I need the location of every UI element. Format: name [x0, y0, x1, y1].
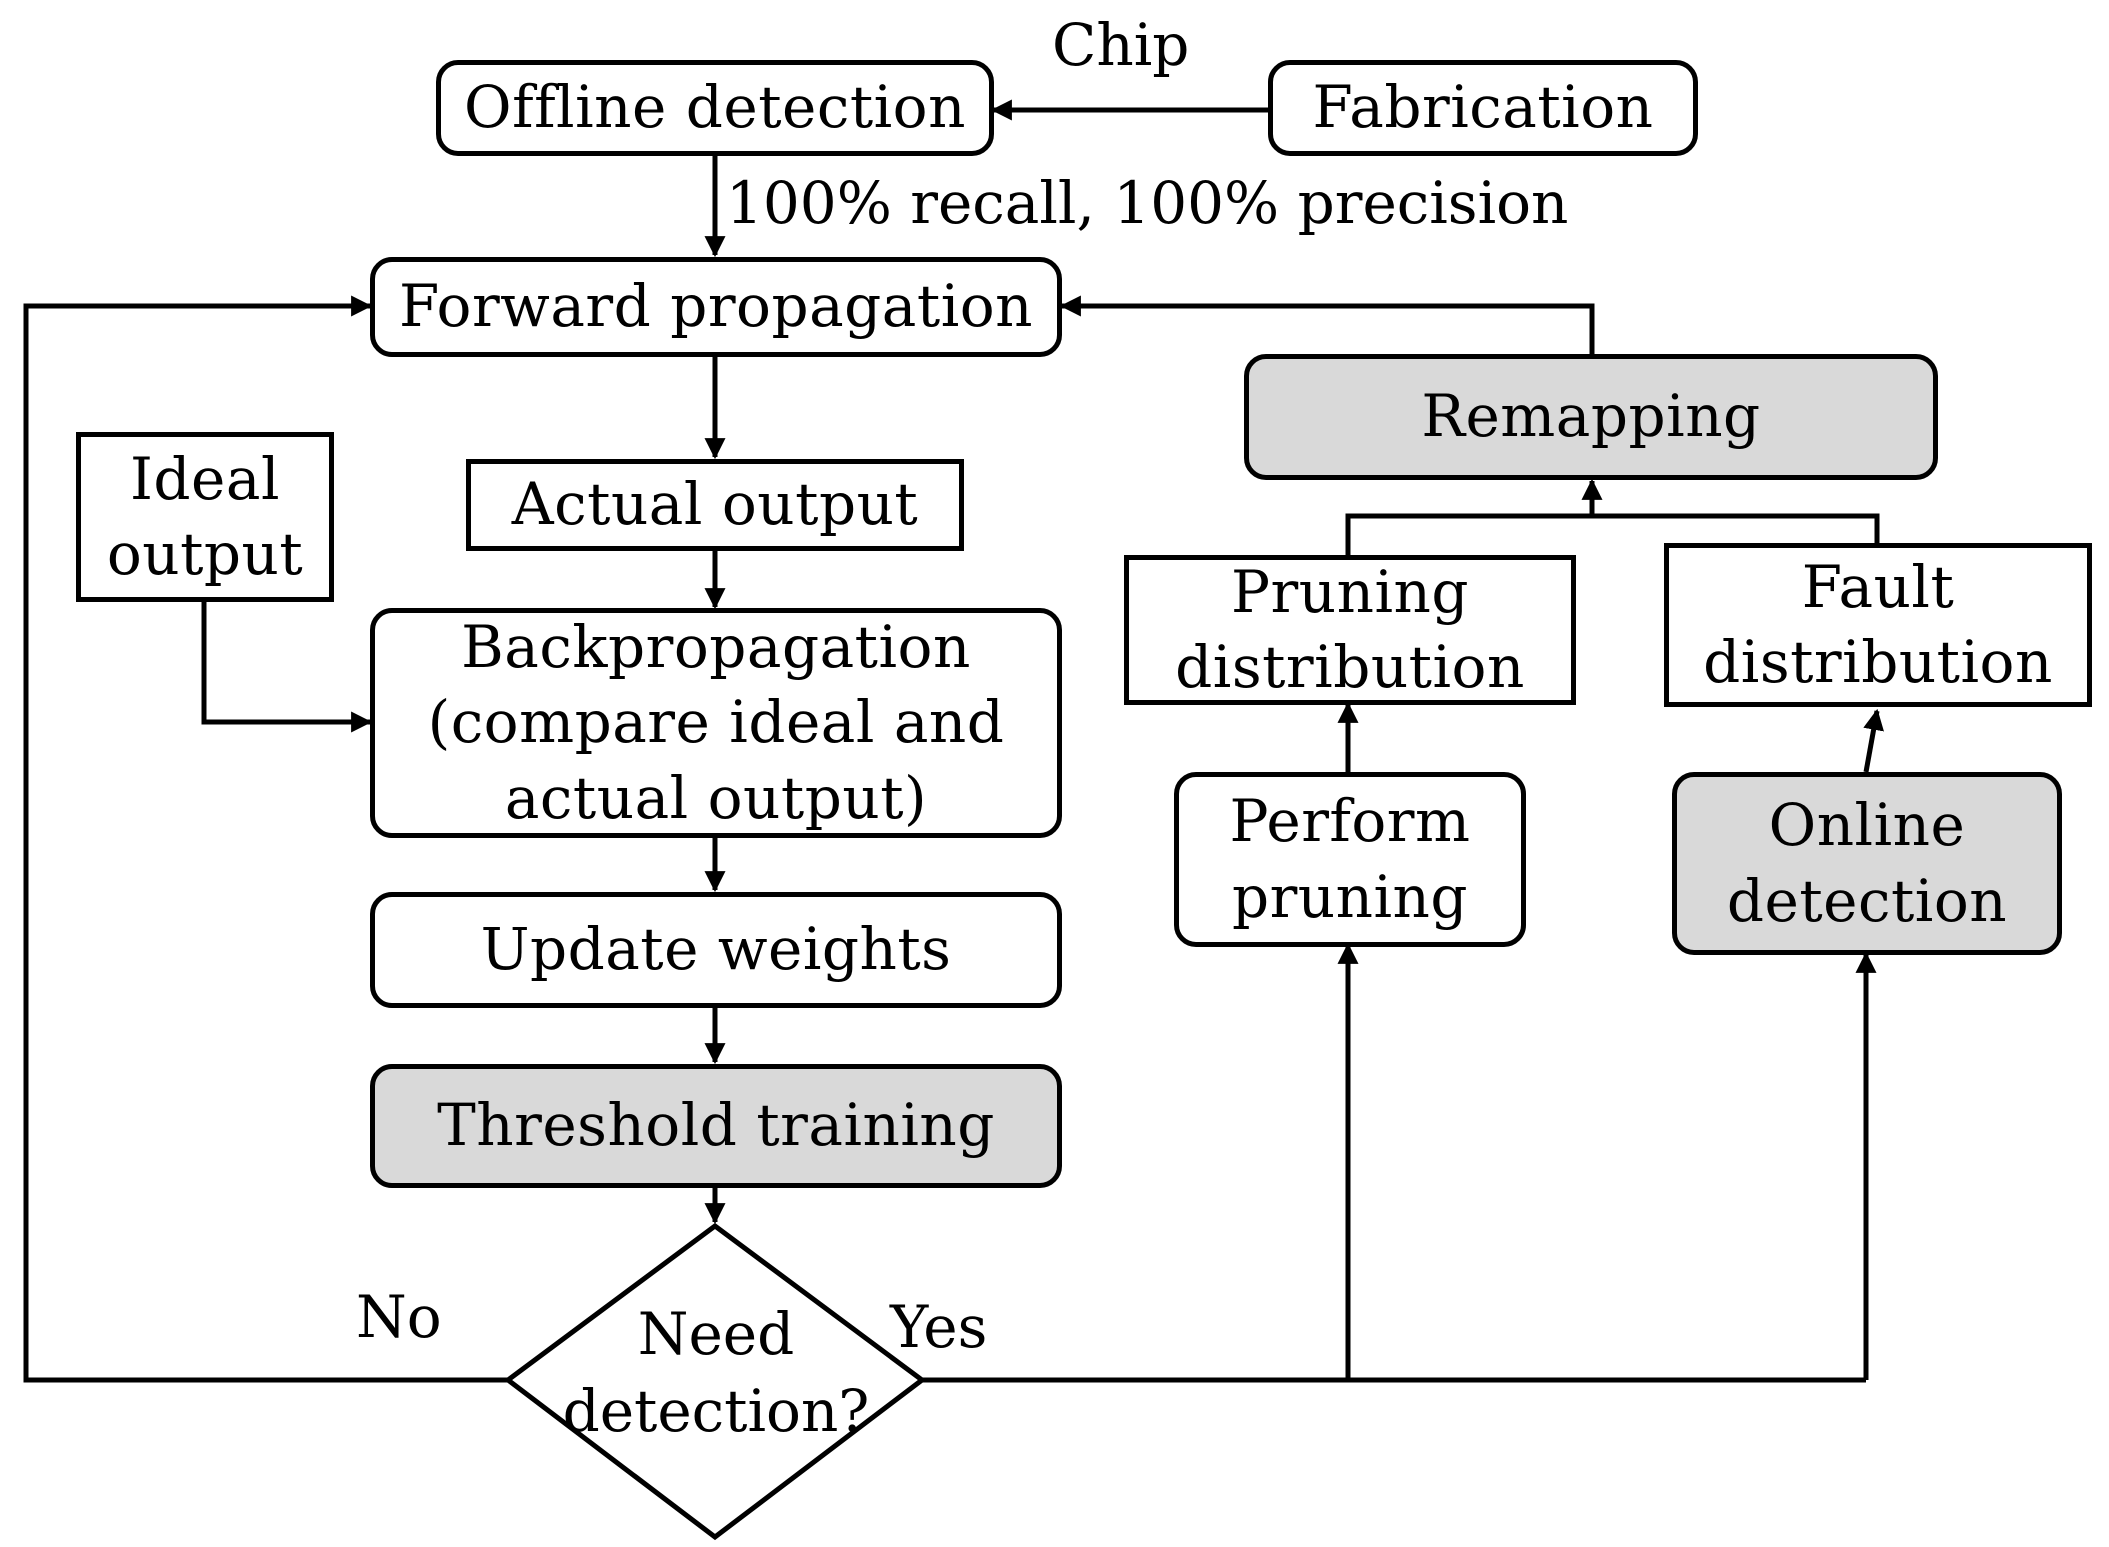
pruning-distribution-box: Pruning distribution [1124, 555, 1576, 705]
fabrication-box: Fabrication [1268, 60, 1698, 156]
ideal-output-box: Ideal output [76, 432, 334, 602]
offline-metrics-label: 100% recall, 100% precision [726, 169, 1569, 237]
edge-no-to-forward [23, 295, 508, 1383]
update-weights-box: Update weights [370, 892, 1062, 1008]
fault-distribution-box: Fault distribution [1664, 543, 2092, 707]
actual-output-box: Actual output [466, 459, 964, 551]
threshold-training-box: Threshold training [370, 1064, 1062, 1188]
no-label: No [356, 1283, 442, 1351]
forward-propagation-box: Forward propagation [370, 257, 1062, 357]
decision-diamond [503, 1222, 927, 1541]
yes-label: Yes [890, 1293, 988, 1361]
edge-online-to-faultdist [1863, 708, 1884, 773]
offline-detection-box: Offline detection [436, 60, 994, 156]
backpropagation-box: Backpropagation (compare ideal and actua… [370, 608, 1062, 838]
perform-pruning-box: Perform pruning [1174, 772, 1526, 947]
need-detection-label: Need detection? [562, 1300, 870, 1445]
online-detection-box: Online detection [1672, 772, 2062, 955]
edge-remapping-to-forward [1059, 295, 1595, 355]
remapping-box: Remapping [1244, 354, 1938, 480]
edge-pruningdist-up [1345, 513, 1880, 556]
edge-ideal-to-backprop [201, 600, 373, 733]
chip-label: Chip [1052, 11, 1190, 79]
